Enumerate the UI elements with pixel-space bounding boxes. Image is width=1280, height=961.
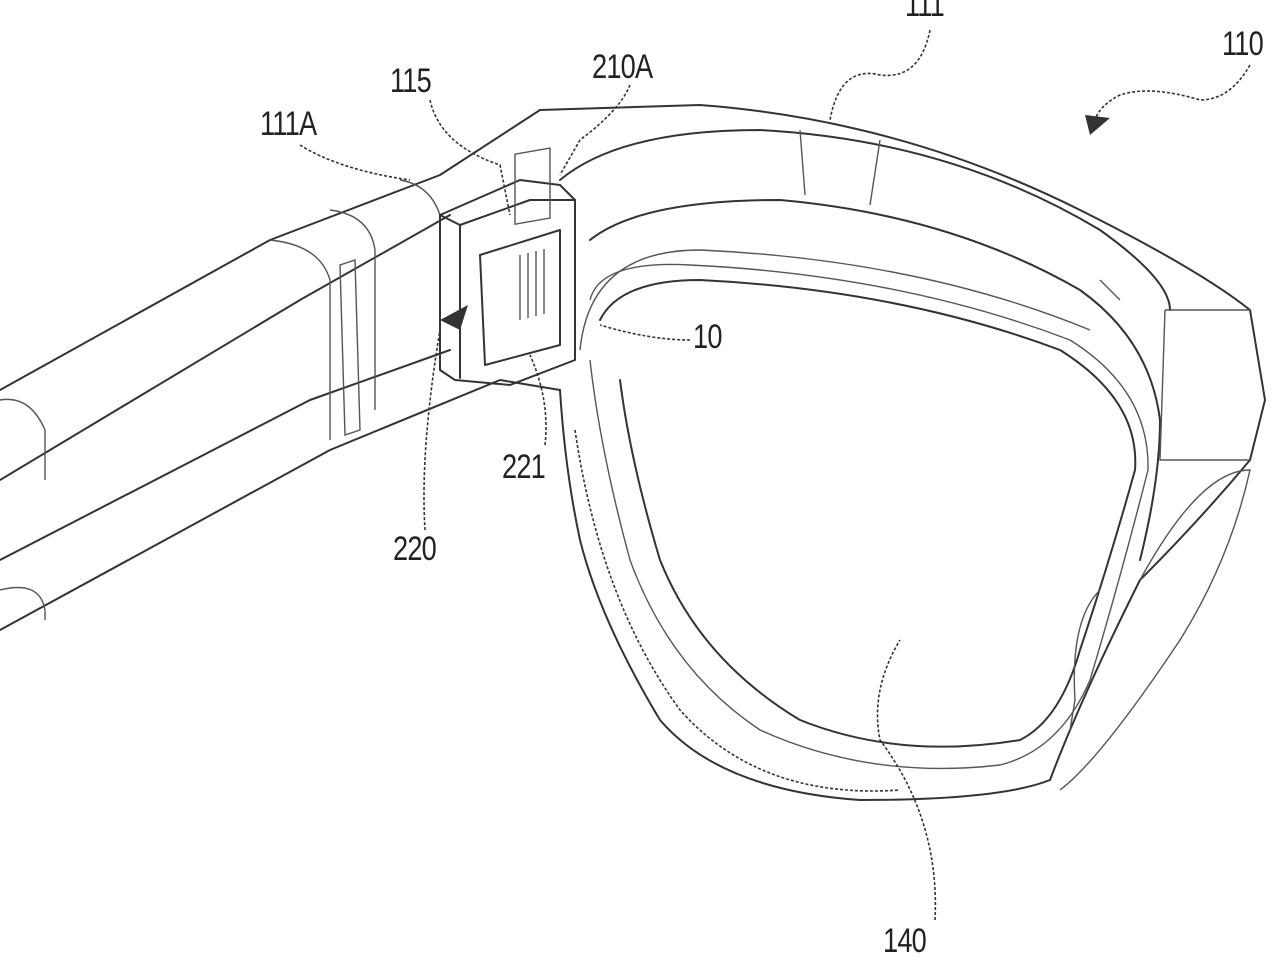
hinge-block bbox=[439, 147, 576, 386]
label-140: 140 bbox=[883, 922, 927, 960]
label-10: 10 bbox=[693, 318, 722, 356]
label-221: 221 bbox=[502, 448, 546, 486]
label-210A: 210A bbox=[592, 48, 653, 86]
label-111A: 111A bbox=[260, 105, 317, 143]
label-110: 110 bbox=[1222, 25, 1264, 63]
label-115: 115 bbox=[390, 62, 432, 100]
arrow-head-220 bbox=[440, 305, 468, 330]
label-111: 111 bbox=[905, 0, 945, 24]
label-220: 220 bbox=[393, 530, 437, 568]
front-frame bbox=[539, 104, 1266, 801]
temple-arm bbox=[0, 109, 561, 631]
leader-lines bbox=[299, 29, 1251, 921]
